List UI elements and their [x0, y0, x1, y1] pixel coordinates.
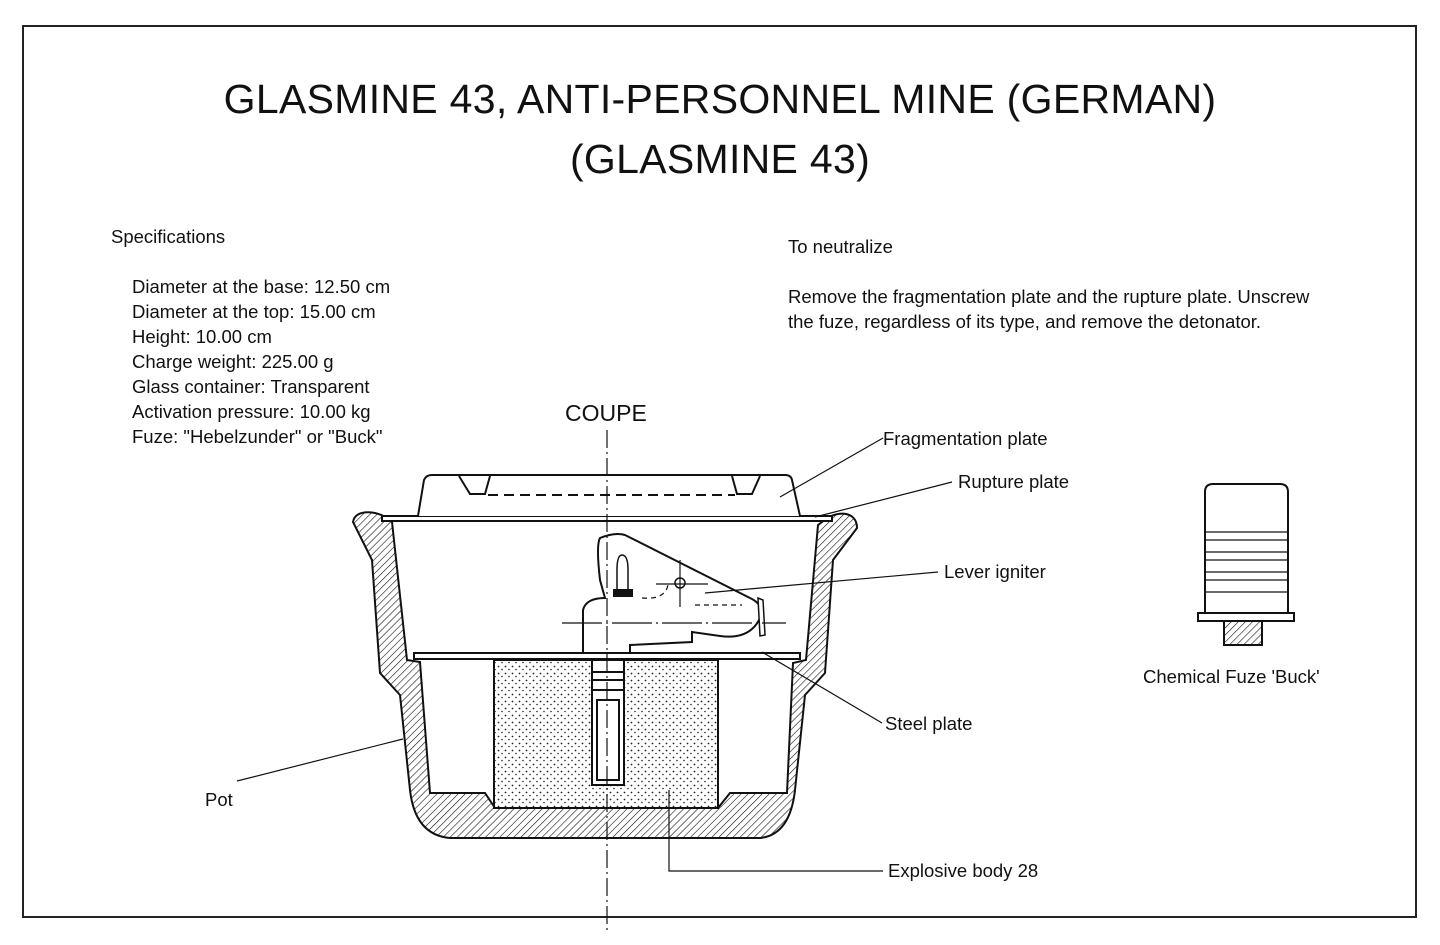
label-pot: Pot	[205, 789, 233, 810]
pot	[351, 511, 859, 839]
title-line-2: (GLASMINE 43)	[569, 136, 871, 182]
spec-item: Diameter at the top: 15.00 cm	[132, 301, 376, 322]
label-steel-plate: Steel plate	[885, 713, 973, 734]
label-rupture-plate: Rupture plate	[958, 471, 1070, 492]
label-explosive-body: Explosive body 28	[888, 860, 1039, 881]
neutralize-heading: To neutralize	[788, 236, 893, 257]
spec-item: Activation pressure: 10.00 kg	[132, 401, 371, 422]
section-label: COUPE	[565, 400, 647, 426]
lever-igniter	[582, 533, 763, 654]
title-line-1: GLASMINE 43, ANTI-PERSONNEL MINE (GERMAN…	[223, 76, 1217, 122]
neutralize-text-2: the fuze, regardless of its type, and re…	[788, 311, 1262, 332]
label-lever-igniter: Lever igniter	[944, 561, 1046, 582]
label-fragmentation-plate: Fragmentation plate	[883, 428, 1048, 449]
label-chemical-fuze: Chemical Fuze 'Buck'	[1143, 666, 1320, 687]
spec-item: Charge weight: 225.00 g	[132, 351, 334, 372]
chemical-fuze-buck	[1197, 483, 1295, 646]
spec-item: Diameter at the base: 12.50 cm	[132, 276, 391, 297]
specifications-heading: Specifications	[111, 226, 226, 247]
spec-item: Glass container: Transparent	[132, 376, 370, 397]
neutralize-text-1: Remove the fragmentation plate and the r…	[788, 286, 1310, 307]
spec-item: Fuze: "Hebelzunder" or "Buck"	[132, 426, 383, 447]
spec-item: Height: 10.00 cm	[132, 326, 272, 347]
diagram-frame	[22, 25, 1417, 918]
